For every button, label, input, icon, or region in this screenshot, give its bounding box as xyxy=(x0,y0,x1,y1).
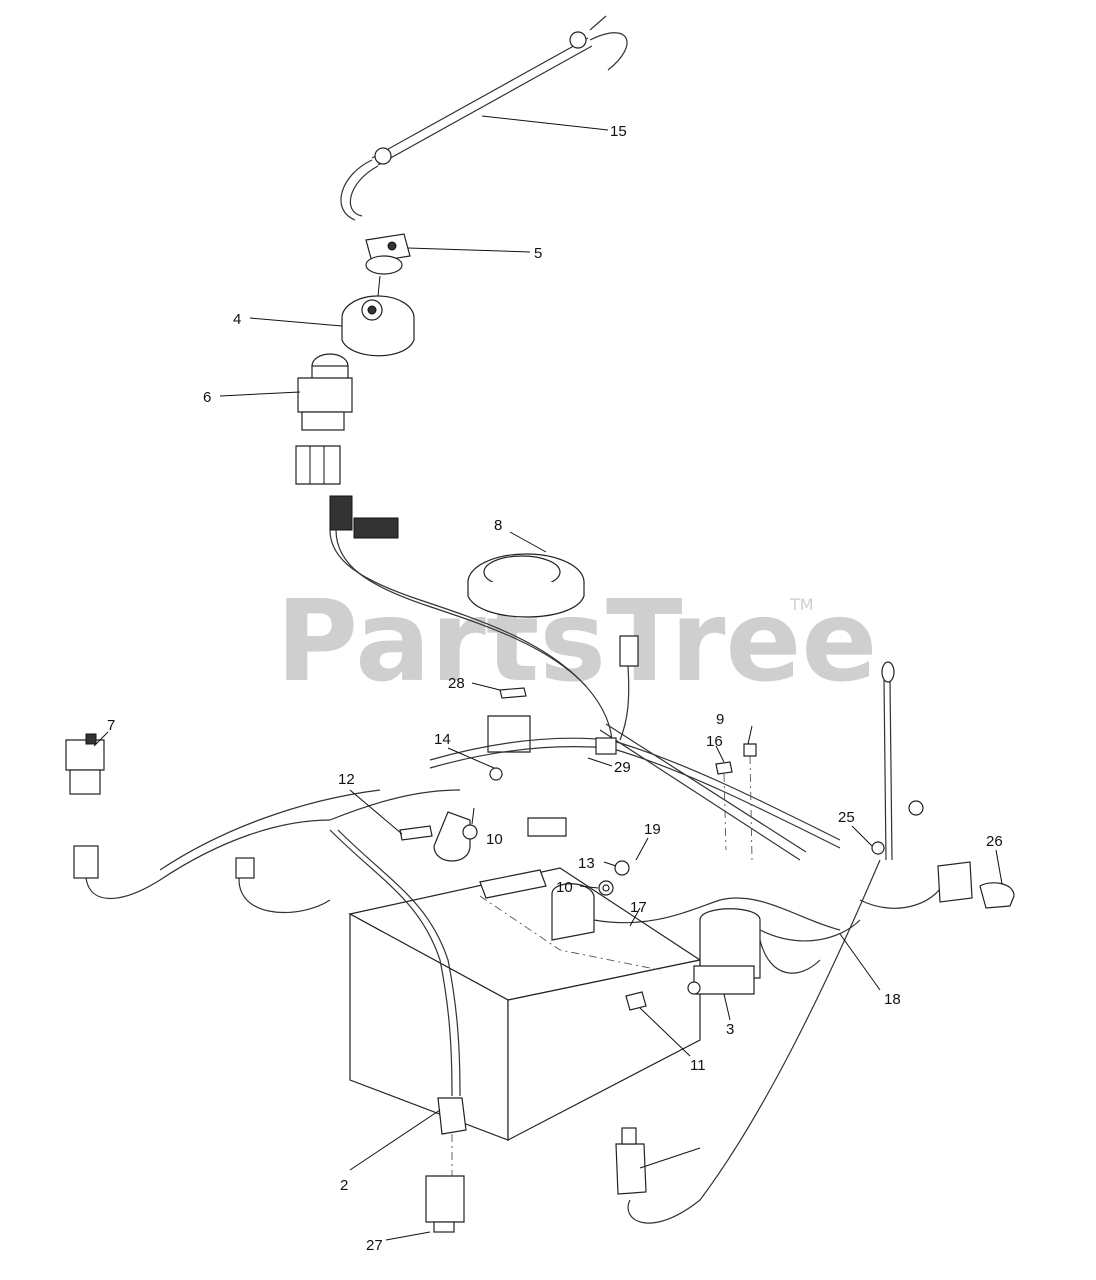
callout-4: 4 xyxy=(233,311,241,328)
callout-10-lower: 10 xyxy=(556,879,573,896)
washers xyxy=(598,860,630,896)
part-15-hook-rod xyxy=(340,15,628,221)
harness-upper-connectors xyxy=(329,495,613,741)
callout-2: 2 xyxy=(340,1177,348,1194)
callout-18: 18 xyxy=(884,991,901,1008)
part-6-pto-switch xyxy=(295,353,353,485)
callout-26: 26 xyxy=(986,833,1003,850)
callout-15: 15 xyxy=(610,123,627,140)
harness-left xyxy=(73,789,461,914)
part-2-part-27 xyxy=(329,829,467,1233)
harness-center xyxy=(429,635,841,861)
watermark-trademark: TM xyxy=(789,595,814,614)
callout-19: 19 xyxy=(644,821,661,838)
part-4-ignition-switch xyxy=(341,295,415,357)
callout-28: 28 xyxy=(448,675,465,692)
part-8-cap xyxy=(467,553,585,618)
callout-25: 25 xyxy=(838,809,855,826)
callout-14: 14 xyxy=(434,731,451,748)
part-7-relay xyxy=(65,733,105,795)
callout-17: 17 xyxy=(630,899,647,916)
leader-lines xyxy=(93,115,1003,1241)
part-3-solenoid xyxy=(687,908,761,995)
seat-switch-lower xyxy=(615,859,881,1224)
part-5-ignition-key xyxy=(365,233,411,297)
callout-11: 11 xyxy=(690,1057,706,1074)
callout-16: 16 xyxy=(706,733,723,750)
callout-6: 6 xyxy=(203,389,211,406)
callout-13: 13 xyxy=(578,855,595,872)
cables-right xyxy=(593,661,1015,974)
callout-12: 12 xyxy=(338,771,355,788)
callout-29: 29 xyxy=(614,759,631,776)
battery xyxy=(348,867,702,1141)
callout-10-upper: 10 xyxy=(486,831,503,848)
callout-7: 7 xyxy=(107,717,115,734)
ground-hardware xyxy=(399,767,567,862)
callout-9: 9 xyxy=(716,711,724,728)
callout-5: 5 xyxy=(534,245,542,262)
bolts xyxy=(625,743,757,1011)
callout-8: 8 xyxy=(494,517,502,534)
callout-27: 27 xyxy=(366,1237,383,1254)
callout-3: 3 xyxy=(726,1021,734,1038)
